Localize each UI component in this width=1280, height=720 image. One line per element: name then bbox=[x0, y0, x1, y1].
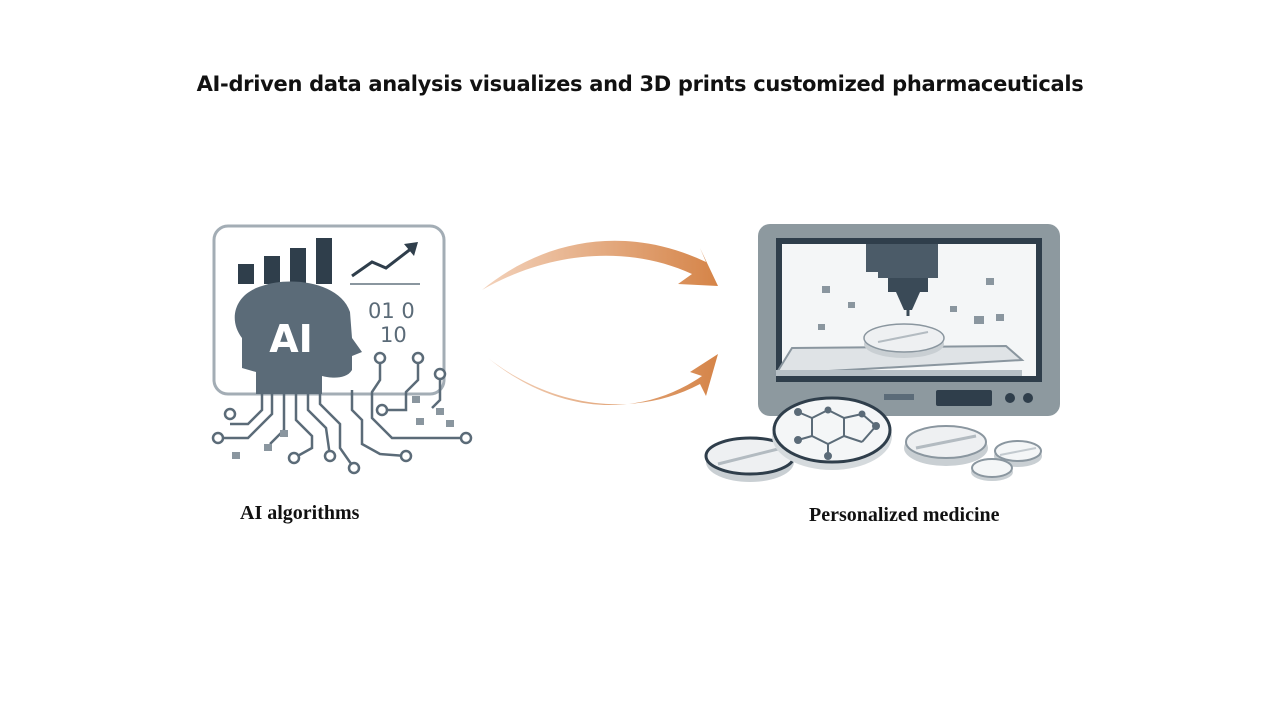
print-head bbox=[866, 244, 938, 316]
caption-ai-algorithms: AI algorithms bbox=[240, 502, 360, 524]
lower-arrow bbox=[488, 354, 718, 406]
molecule-icon bbox=[794, 406, 880, 460]
molecule-pill bbox=[772, 396, 892, 470]
pill-small-bottom bbox=[971, 458, 1013, 481]
ai-head-icon: AI bbox=[234, 281, 362, 394]
bar-chart-icon bbox=[238, 238, 332, 284]
pill-large-right bbox=[904, 425, 988, 466]
ai-head-label: AI bbox=[269, 317, 313, 361]
binary-line-1: 01 0 bbox=[368, 299, 415, 323]
printer-button-2 bbox=[1023, 393, 1033, 403]
3d-printer-icon bbox=[758, 224, 1060, 416]
upper-arrow bbox=[482, 240, 718, 290]
printer-button-1 bbox=[1005, 393, 1015, 403]
printer-slot bbox=[884, 394, 914, 400]
platform-front bbox=[776, 370, 1022, 376]
binary-line-2: 10 bbox=[380, 323, 407, 347]
printed-pill bbox=[863, 323, 945, 358]
print-particles bbox=[818, 278, 1004, 330]
trend-arrow-icon bbox=[350, 242, 420, 285]
printer-control-panel bbox=[936, 390, 992, 406]
diagram-title: AI-driven data analysis visualizes and 3… bbox=[196, 72, 1084, 96]
binary-text: 01 0 10 bbox=[368, 299, 415, 347]
pill-icon bbox=[704, 436, 796, 482]
ai-panel: AI 01 0 10 bbox=[211, 224, 473, 475]
circuit-pads bbox=[232, 396, 454, 459]
circuit-icon bbox=[211, 351, 473, 475]
pill-group bbox=[704, 396, 1042, 482]
caption-personalized-medicine: Personalized medicine bbox=[809, 504, 1000, 526]
ai-panel-frame bbox=[212, 224, 446, 396]
flow-arrows bbox=[482, 240, 718, 406]
